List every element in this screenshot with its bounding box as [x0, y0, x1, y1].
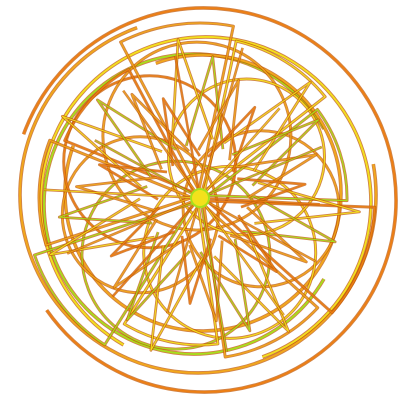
wedge-2 [202, 203, 320, 359]
star-points-4 [98, 97, 307, 305]
rosette-layer [18, 6, 398, 394]
star-points-1 [48, 38, 361, 352]
spoke-7 [66, 200, 192, 255]
outer-ring-1 [21, 6, 398, 394]
spoke-8 [44, 188, 191, 199]
wedge-7 [119, 21, 235, 192]
star-points-3 [75, 78, 318, 323]
spoke-6 [111, 204, 195, 298]
petal-circle-6 [101, 40, 293, 232]
wedge-9 [206, 108, 349, 203]
wedge-5 [37, 138, 194, 247]
spoke-12 [201, 47, 244, 189]
spoke-10 [122, 89, 196, 191]
wedge-6 [63, 67, 196, 195]
spoke-3 [204, 205, 285, 316]
petal-circle-2 [142, 164, 318, 340]
spoke-5 [165, 207, 199, 314]
star-points-2 [57, 55, 337, 333]
wedge-4 [33, 201, 196, 347]
spoke-13 [205, 107, 281, 192]
spoke-2 [208, 201, 317, 263]
wedge-8 [202, 39, 327, 193]
spoke-9 [94, 139, 192, 195]
spoke-1 [209, 197, 320, 206]
spoke-11 [174, 55, 200, 189]
wedge-1 [205, 199, 377, 315]
spoke-4 [200, 207, 228, 352]
wedge-3 [122, 204, 220, 347]
center-hub [190, 188, 210, 208]
spoke-14 [208, 145, 323, 196]
